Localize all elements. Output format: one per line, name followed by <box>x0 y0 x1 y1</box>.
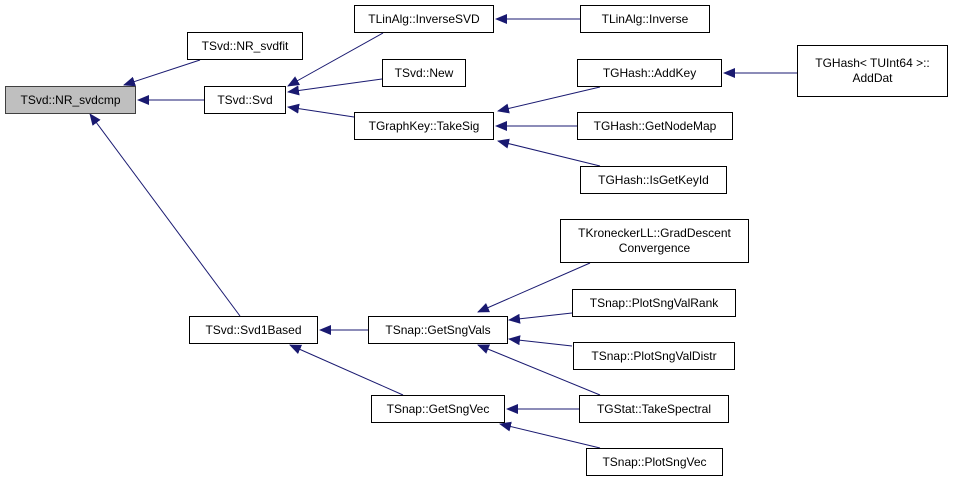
node-label: TLinAlg::Inverse <box>601 11 689 26</box>
node-label: TGraphKey::TakeSig <box>368 118 480 133</box>
node-label: TGHash::AddKey <box>602 65 697 80</box>
node-label: TGHash< TUInt64 >:: <box>815 56 930 70</box>
node-label: TSnap::PlotSngValRank <box>589 295 719 310</box>
node-label: TSvd::NR_svdfit <box>201 38 289 53</box>
node-new[interactable]: TSvd::New <box>382 59 466 87</box>
edge-takesig-to-svd <box>287 103 355 118</box>
node-adddat[interactable]: TGHash< TUInt64 >::AddDat <box>797 45 948 97</box>
node-plotsngvaldistr[interactable]: TSnap::PlotSngValDistr <box>573 342 735 370</box>
node-label: TGStat::TakeSpectral <box>596 401 712 416</box>
node-inversesvd[interactable]: TLinAlg::InverseSVD <box>354 5 494 33</box>
node-label: TSvd::New <box>394 65 454 80</box>
node-label: TSnap::PlotSngValDistr <box>591 348 717 363</box>
node-svd1based[interactable]: TSvd::Svd1Based <box>189 316 318 344</box>
node-plotsngvec[interactable]: TSnap::PlotSngVec <box>586 448 723 476</box>
node-label: Convergence <box>618 241 691 255</box>
node-label: TKroneckerLL::GradDescent <box>578 226 731 240</box>
node-svd[interactable]: TSvd::Svd <box>204 86 286 114</box>
node-label: TSvd::Svd1Based <box>205 322 302 337</box>
node-plotsngvalrank[interactable]: TSnap::PlotSngValRank <box>572 289 736 317</box>
node-getsngvals[interactable]: TSnap::GetSngVals <box>368 316 508 344</box>
node-getnodemap[interactable]: TGHash::GetNodeMap <box>577 112 733 140</box>
node-label: TSnap::GetSngVals <box>385 322 491 337</box>
node-label: TSnap::PlotSngVec <box>602 454 707 469</box>
node-label: TSvd::Svd <box>217 92 273 107</box>
node-label: TGHash::IsGetKeyId <box>598 172 709 187</box>
edge-graddescent-to-getsngvals <box>477 262 591 313</box>
edge-addkey-to-takesig <box>497 86 601 114</box>
edge-isgetkeyid-to-takesig <box>497 138 601 167</box>
node-label: TSvd::NR_svdcmp <box>20 92 121 107</box>
node-label: TSnap::GetSngVec <box>386 401 490 416</box>
node-nr_svdcmp: TSvd::NR_svdcmp <box>5 86 136 114</box>
node-takespectral[interactable]: TGStat::TakeSpectral <box>579 395 729 423</box>
node-addkey[interactable]: TGHash::AddKey <box>577 59 722 87</box>
edge-plotsngvalrank-to-getsngvals <box>508 312 573 324</box>
edge-inversesvd-to-svd <box>287 32 384 87</box>
edge-getsngvec-to-svd1based <box>289 344 404 396</box>
node-nr_svdfit[interactable]: TSvd::NR_svdfit <box>187 32 303 60</box>
node-label: TLinAlg::InverseSVD <box>368 11 480 26</box>
node-label: AddDat <box>852 71 893 85</box>
edge-plotsngvaldistr-to-getsngvals <box>508 335 573 347</box>
node-getsngvec[interactable]: TSnap::GetSngVec <box>371 395 505 423</box>
edge-svd1based-to-nr_svdcmp <box>89 113 241 317</box>
edge-plotsngvec-to-getsngvec <box>499 421 601 449</box>
node-inverse[interactable]: TLinAlg::Inverse <box>580 5 710 33</box>
node-label: TGHash::GetNodeMap <box>593 118 717 133</box>
edge-takespectral-to-getsngvals <box>477 344 601 396</box>
edge-nr_svdfit-to-nr_svdcmp <box>123 59 201 87</box>
node-isgetkeyid[interactable]: TGHash::IsGetKeyId <box>580 166 727 194</box>
edge-new-to-svd <box>287 78 383 96</box>
node-takesig[interactable]: TGraphKey::TakeSig <box>354 112 494 140</box>
